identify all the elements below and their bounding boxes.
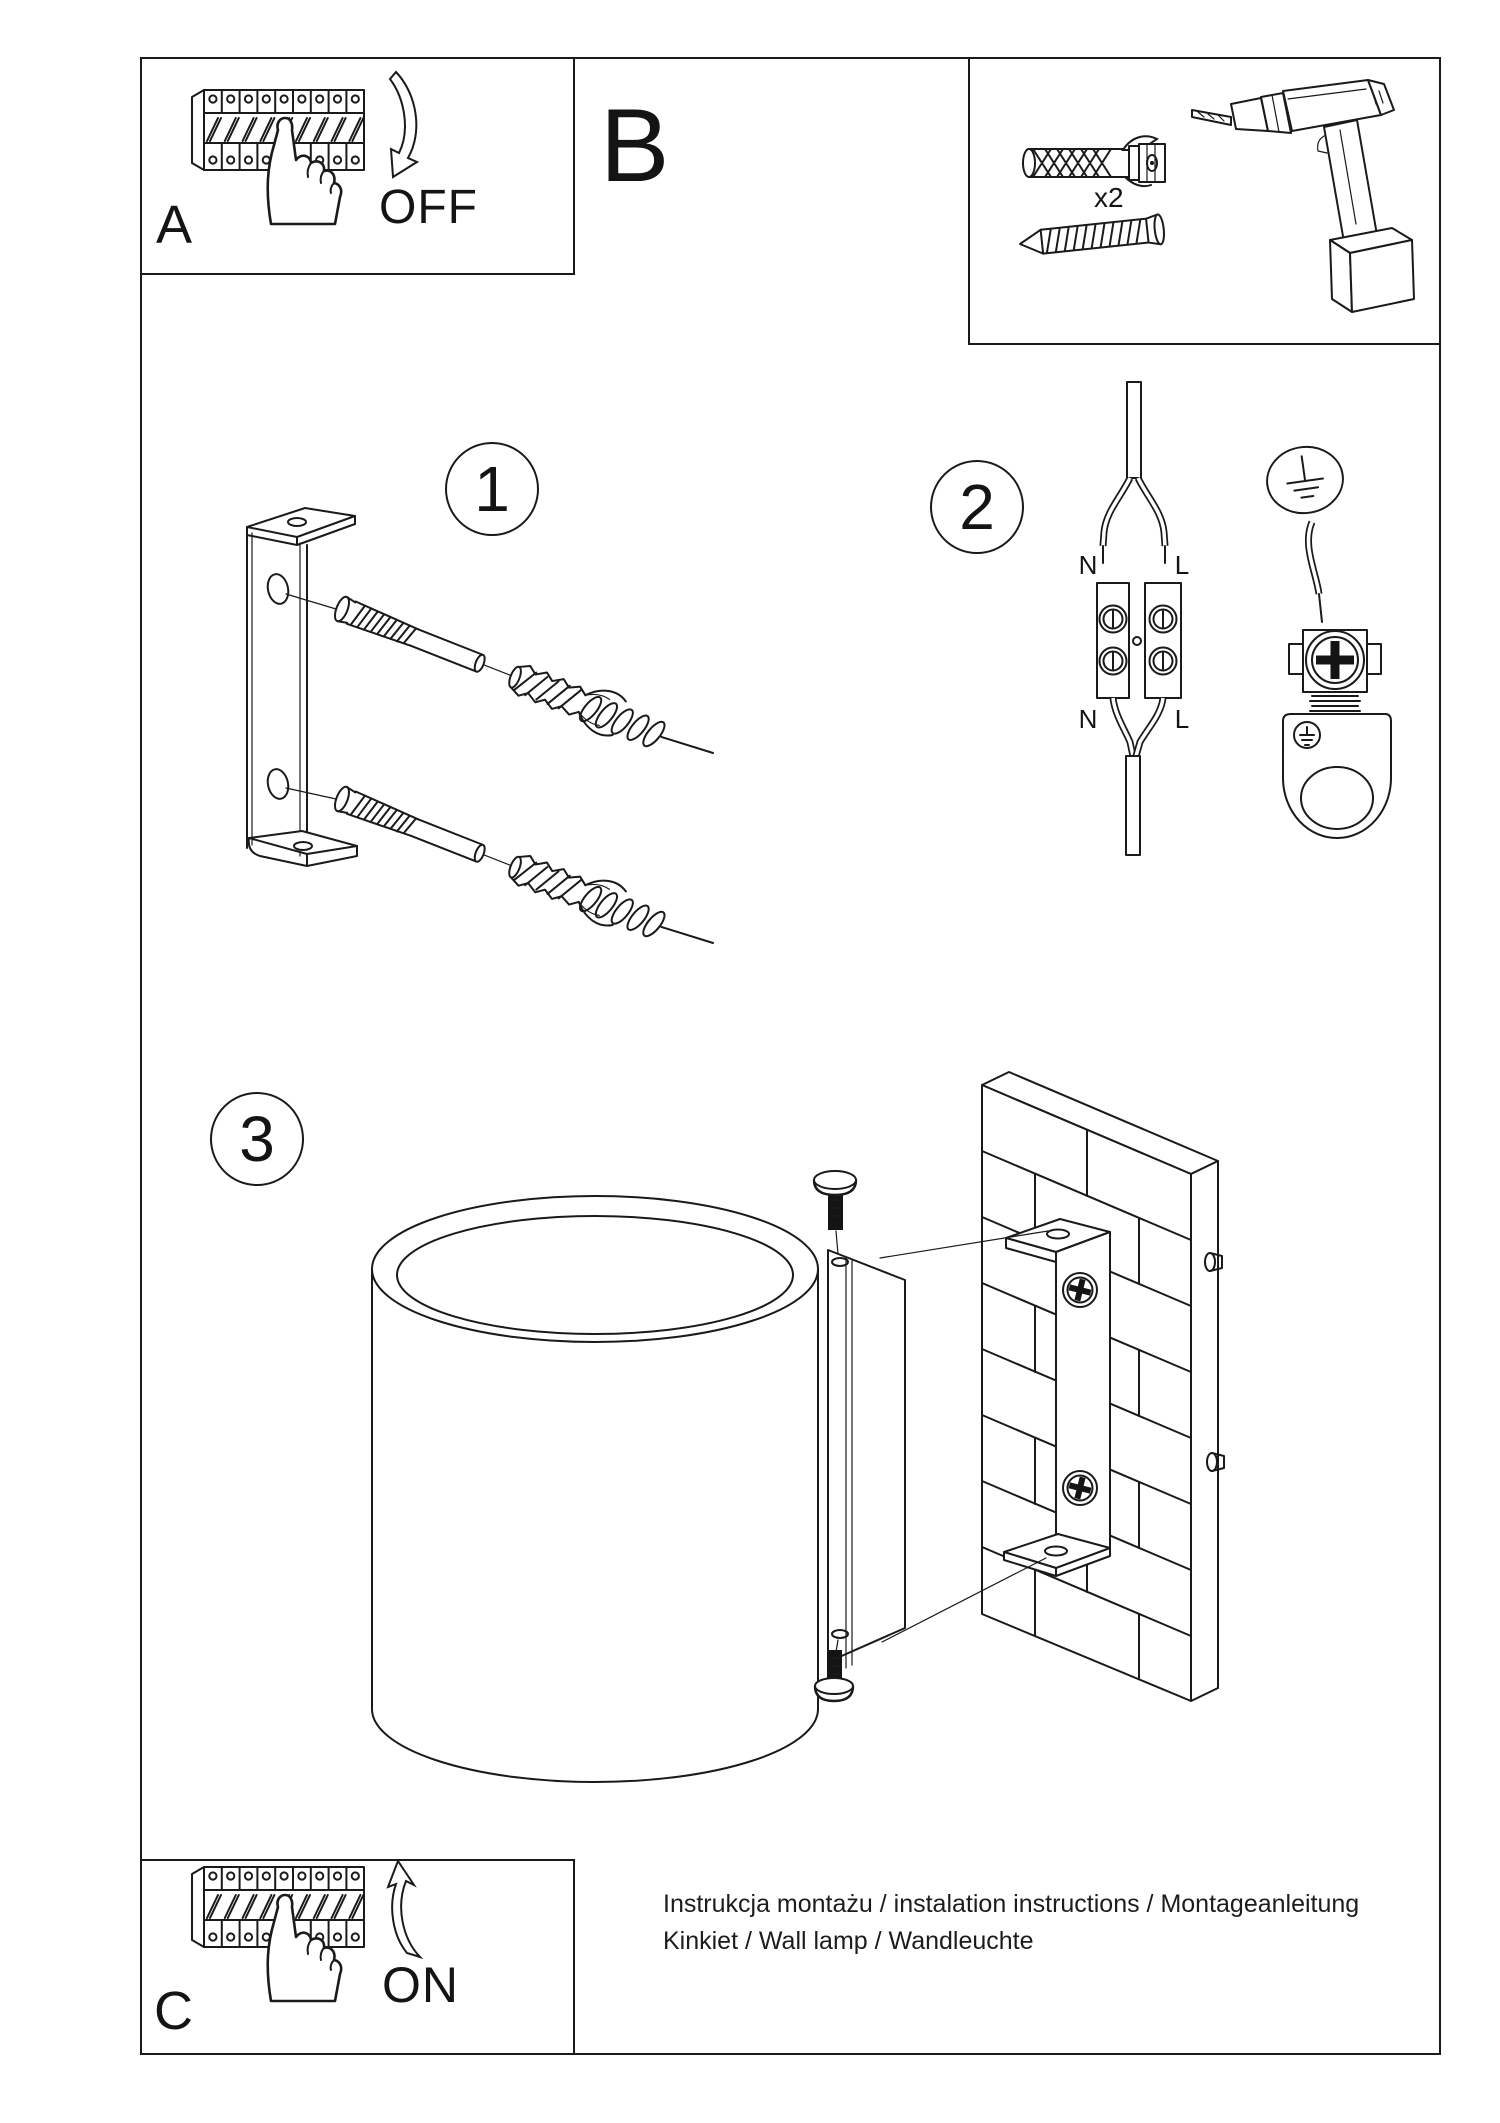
footer-text: Instrukcja montażu / instalation instruc… (663, 1886, 1359, 1960)
step-1-badge: 1 (445, 442, 539, 536)
breaker-panel-off-illustration (191, 70, 420, 226)
assembly-screw-bottom-icon (813, 1639, 855, 1703)
anchor-quantity-label: x2 (1094, 182, 1124, 213)
breaker-panel-on-illustration (191, 1858, 424, 2003)
panel-a-label: A (156, 195, 193, 255)
lamp-cylinder (371, 1195, 819, 1783)
panel-a-box (140, 57, 575, 275)
power-off-label: OFF (379, 181, 478, 234)
step-3-badge: 3 (210, 1092, 304, 1186)
step-1-number: 1 (474, 453, 510, 525)
step3-mounting-illustration (371, 1071, 1225, 1783)
step-2-number: 2 (959, 471, 995, 543)
lamp-back-plate (827, 1249, 906, 1669)
wire-neutral-top-label: N (1078, 550, 1098, 580)
footer-line-1: Instrukcja montażu / instalation instruc… (663, 1890, 1360, 1918)
ground-terminal-illustration (1282, 629, 1393, 839)
page-border (140, 57, 1441, 2055)
wall-side-screw-icon (1204, 1252, 1225, 1472)
panel-c-box (140, 1859, 575, 2055)
wire-live-top-label: L (1174, 550, 1190, 580)
parts-box (968, 57, 1441, 345)
terminal-screws (1098, 604, 1178, 676)
arrow-up-icon (386, 1858, 424, 1960)
wire-live-bottom-label: L (1174, 704, 1190, 734)
step-2-badge: 2 (930, 460, 1024, 554)
arrow-down-icon (388, 70, 420, 179)
footer-line-2: Kinkiet / Wall lamp / Wandleuchte (663, 1927, 1034, 1955)
phillips-screw-icon (1062, 1272, 1098, 1506)
wire-neutral-bottom-label: N (1078, 704, 1098, 734)
mounting-screw-icon (1019, 213, 1165, 255)
assembly-screw-top-icon (812, 1170, 858, 1255)
panel-b-label: B (600, 88, 670, 204)
panel-c-label: C (154, 1981, 193, 2041)
power-on-label: ON (382, 1957, 459, 2013)
step-3-number: 3 (239, 1103, 275, 1175)
step1-bracket-illustration (246, 507, 722, 967)
wall-anchor-icon (1022, 135, 1166, 188)
wall-bracket (1003, 1218, 1111, 1577)
step2-wiring-illustration (1096, 381, 1393, 856)
ground-symbol-icon (1266, 445, 1344, 515)
drill-icon (1191, 79, 1415, 313)
